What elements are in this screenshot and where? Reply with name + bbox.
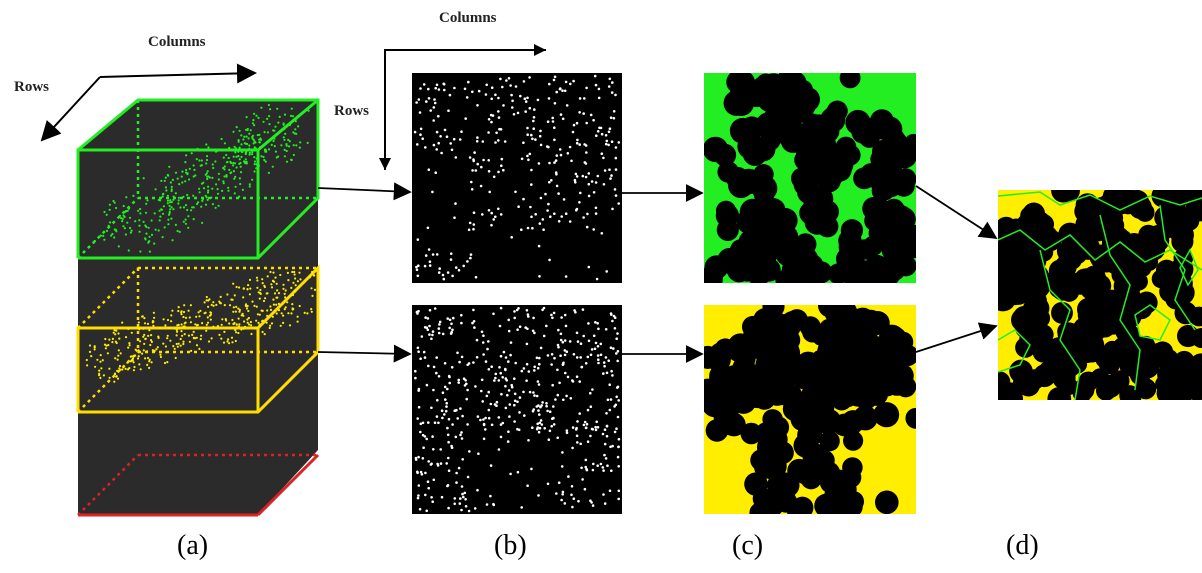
yellow-point-cloud	[85, 270, 317, 383]
green-point-cloud	[92, 103, 310, 253]
caption-b: (b)	[494, 530, 527, 561]
columns-label-a: Columns	[148, 34, 206, 50]
volume-body	[78, 100, 318, 515]
rows-label-b: Rows	[334, 103, 370, 119]
caption-a: (a)	[177, 530, 209, 561]
dot-image-yellow-layer	[412, 305, 622, 514]
yellow-layer-box	[76, 264, 320, 414]
rows-label-a: Rows	[14, 79, 50, 95]
dot-image-green-layer	[412, 73, 622, 283]
caption-c: (c)	[732, 530, 764, 561]
panel-b-axes	[384, 49, 546, 170]
volume-stack	[40, 63, 320, 517]
arrow-c-to-d-bottom	[915, 322, 998, 353]
columns-axis-arrow	[99, 63, 257, 84]
arrow-c-to-d-top	[915, 185, 998, 239]
columns-label-b: Columns	[439, 10, 497, 26]
arrow-a-to-b-bottom	[317, 344, 412, 363]
arrow-a-to-b-top	[317, 182, 412, 201]
caption-d: (d)	[1006, 530, 1039, 561]
rows-axis-arrow	[40, 76, 101, 142]
red-layer-box	[77, 453, 320, 517]
